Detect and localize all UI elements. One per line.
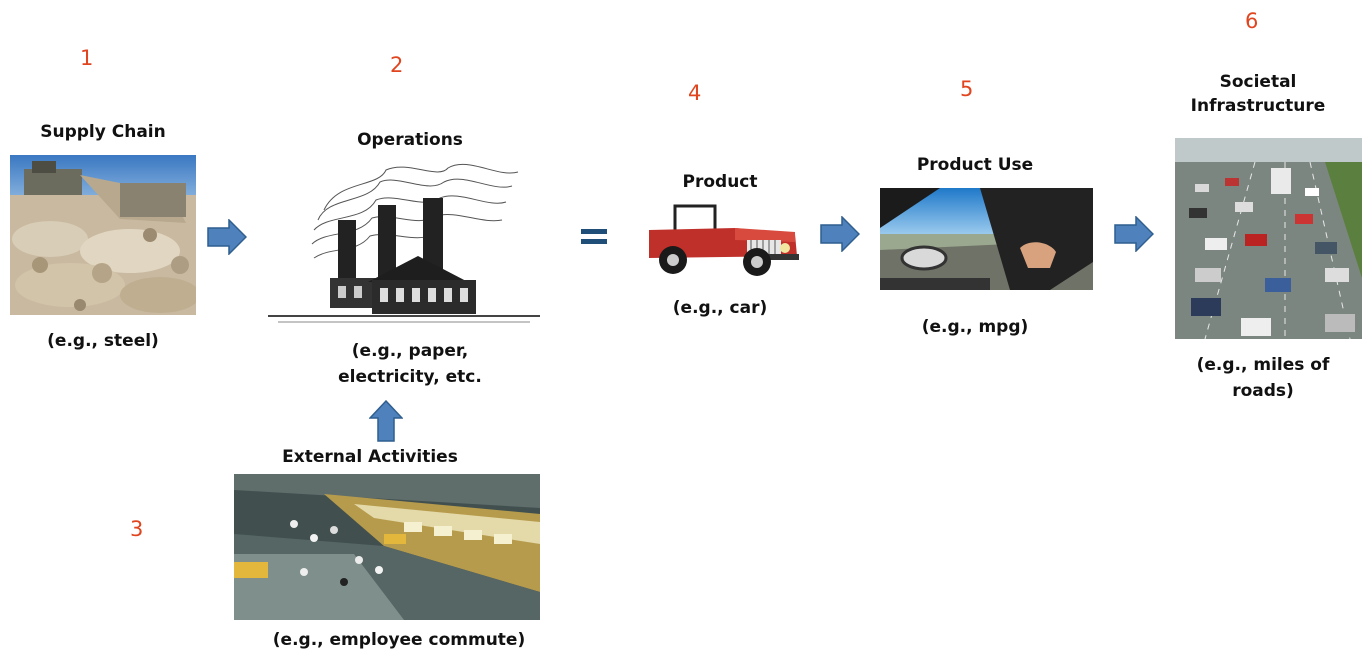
traffic-photo — [1175, 138, 1362, 339]
operations-example-line-1: (e.g., paper, — [351, 341, 469, 361]
stage-6-number: 6 — [1245, 9, 1259, 33]
societal-infrastructure-title-line-2: Infrastructure — [1190, 96, 1326, 116]
right-arrow-icon — [207, 219, 247, 255]
supply-chain-example: (e.g., steel) — [47, 331, 159, 351]
societal-infrastructure-example: (e.g., miles of roads) — [1168, 352, 1358, 404]
supply-chain-title: Supply Chain — [40, 122, 166, 142]
societal-infrastructure-example-line-2: roads) — [1232, 381, 1294, 401]
external-activities-title: External Activities — [282, 447, 458, 467]
jeep-illustration — [645, 198, 801, 278]
product-use-title: Product Use — [916, 155, 1034, 175]
societal-infrastructure-example-line-1: (e.g., miles of — [1196, 355, 1330, 375]
equals-sign-icon — [581, 229, 607, 244]
external-activities-example: (e.g., employee commute) — [272, 630, 526, 650]
product-use-example: (e.g., mpg) — [921, 317, 1029, 337]
stage-2-number: 2 — [390, 53, 404, 77]
societal-infrastructure-title: Societal Infrastructure — [1168, 70, 1348, 118]
product-title: Product — [682, 172, 758, 192]
stage-5-number: 5 — [960, 77, 974, 101]
stage-3-number: 3 — [130, 517, 144, 541]
operations-example: (e.g., paper, electricity, etc. — [300, 338, 520, 390]
societal-infrastructure-title-line-1: Societal — [1219, 72, 1297, 92]
right-arrow-icon — [1114, 216, 1154, 252]
operations-example-line-2: electricity, etc. — [338, 367, 482, 387]
right-arrow-icon — [820, 216, 860, 252]
driving-photo — [880, 188, 1093, 290]
operations-title: Operations — [357, 130, 463, 150]
quarry-photo — [10, 155, 196, 315]
factory-illustration — [268, 160, 540, 328]
stage-4-number: 4 — [688, 81, 702, 105]
stage-1-number: 1 — [80, 46, 94, 70]
product-example: (e.g., car) — [672, 298, 768, 318]
train-station-photo — [234, 474, 540, 620]
up-arrow-icon — [369, 400, 403, 442]
